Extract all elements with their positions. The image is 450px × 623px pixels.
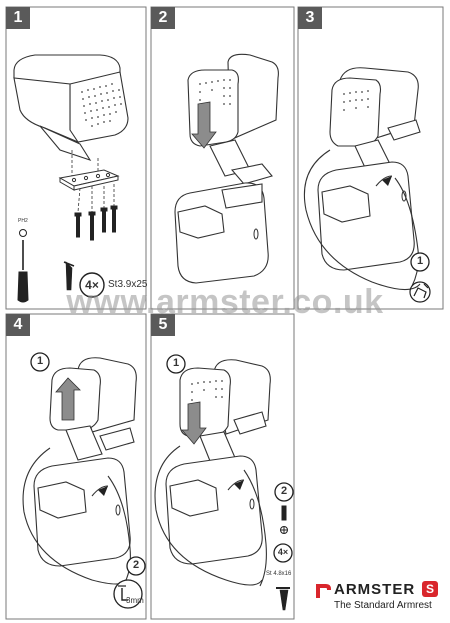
panel-3-frame	[297, 6, 444, 310]
panel-4-slot	[115, 504, 121, 516]
panel-5-step2-circle	[274, 482, 294, 502]
panel-4-step2-circle	[126, 556, 146, 576]
panel-4-step1-number: 1	[36, 355, 44, 367]
armster-logo-icon	[316, 584, 331, 598]
panel-5-motion-curves	[154, 445, 267, 587]
panel-4-motion-curves	[22, 447, 131, 585]
screw-icon	[63, 261, 75, 291]
panel-number-3: 3	[298, 7, 322, 29]
screw-spec: St3.9x25	[108, 279, 148, 290]
brand-badge: S	[422, 581, 438, 597]
brand-name: ARMSTER	[334, 581, 416, 598]
panel-3-motion-curves	[303, 149, 421, 291]
panel-1-screws	[74, 205, 118, 241]
panel-3-step-circle	[410, 252, 430, 272]
panel-5-step2-number: 2	[280, 485, 288, 497]
tool-label: PH2	[18, 218, 28, 224]
panel-1-screw-badge	[63, 261, 105, 298]
watermark-url: www.armster.co.uk	[66, 283, 384, 321]
panel-3-step-number: 1	[416, 255, 424, 267]
panel-2-armrest	[174, 53, 279, 284]
panel-4-step2-number: 2	[132, 559, 140, 571]
panel-5-armrest	[165, 359, 271, 565]
panel-2-down-arrow	[191, 101, 217, 149]
panel-2-frame	[150, 6, 295, 310]
panel-4-armrest	[33, 357, 137, 567]
panel-5-frame	[150, 313, 295, 620]
panel-5-slot	[249, 498, 255, 510]
panel-number-1: 1	[6, 7, 30, 29]
panel-3-dot-texture	[343, 90, 369, 111]
panel-2-slot	[253, 228, 259, 240]
panel-4-frame	[5, 313, 147, 620]
panel-2-dot-texture	[199, 79, 231, 105]
panel-3-armrest	[317, 67, 421, 271]
screw-count: 4×	[85, 278, 99, 292]
panel-5-down-arrow	[181, 401, 207, 445]
panel-5-screw-count-circle	[273, 543, 293, 563]
screwdriver-icon	[17, 229, 29, 303]
panel-3-arrow-head	[382, 176, 392, 186]
panel-1-frame	[5, 6, 147, 310]
lever-pull-icon	[409, 281, 431, 303]
hex-key-icon	[113, 579, 143, 609]
panel-4-up-arrow	[55, 377, 81, 421]
panel-1-bracket	[58, 169, 120, 191]
panel-5-step1-number: 1	[172, 357, 180, 369]
panel-4-step1-circle	[30, 352, 50, 372]
panel-1-guide-lines	[71, 150, 115, 213]
panel-5-small-screw	[280, 505, 288, 534]
hex-key-size: 3mm	[126, 596, 144, 605]
panel-4-arrow-head	[98, 486, 108, 496]
panel-5-dot-texture	[191, 380, 223, 401]
panel-number-5: 5	[151, 314, 175, 336]
panel-5-arrow-head	[234, 480, 244, 490]
panel-3-slot	[401, 190, 407, 202]
panel-5-screw-icon	[276, 587, 290, 611]
panel-number-2: 2	[151, 7, 175, 29]
panel-5-step1-circle	[166, 354, 186, 374]
panel-5-screw-spec: St 4.8x16	[266, 571, 292, 577]
brand-tagline: The Standard Armrest	[334, 600, 432, 611]
panel-5-screw-count: 4×	[277, 547, 289, 557]
brand-block: ARMSTER S The Standard Armrest	[310, 581, 445, 617]
panel-1-armrest	[13, 54, 129, 162]
panel-1-dot-texture	[81, 83, 122, 127]
panel-number-4: 4	[6, 314, 30, 336]
